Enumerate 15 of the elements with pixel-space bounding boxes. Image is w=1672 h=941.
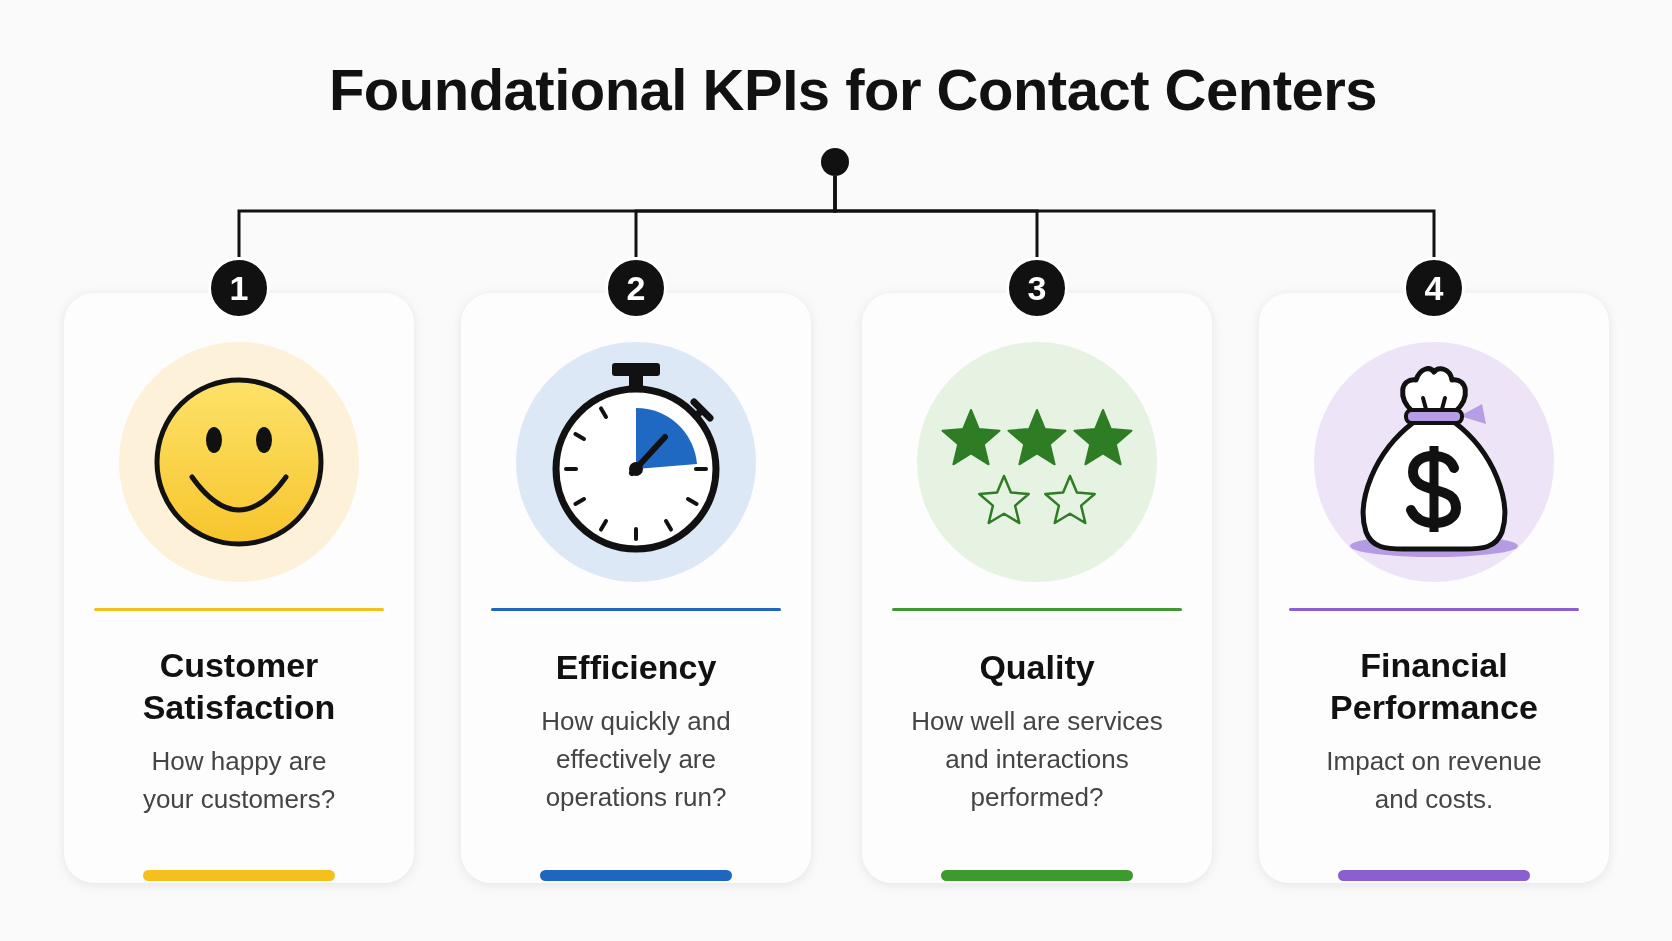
card-title: Quality	[979, 646, 1095, 688]
card-description: Impact on revenue and costs.	[1325, 744, 1543, 816]
junction-dot	[821, 148, 849, 176]
connector-line	[833, 176, 1436, 257]
card-title: Customer Satisfaction	[141, 644, 337, 728]
card-title: Efficiency	[555, 646, 717, 688]
card-description: How quickly and effectively are operations run?	[540, 704, 732, 814]
number-badge: 4	[1403, 257, 1465, 319]
card-description: How happy are your customers?	[141, 744, 337, 816]
number-badge: 1	[208, 257, 270, 319]
card-description: How well are services and interactions performed?	[910, 704, 1164, 814]
number-badge: 3	[1006, 257, 1068, 319]
number-badge: 2	[605, 257, 667, 319]
card-title: Financial Performance	[1329, 644, 1539, 728]
diagram-title: Foundational KPIs for Contact Centers	[328, 56, 1378, 124]
